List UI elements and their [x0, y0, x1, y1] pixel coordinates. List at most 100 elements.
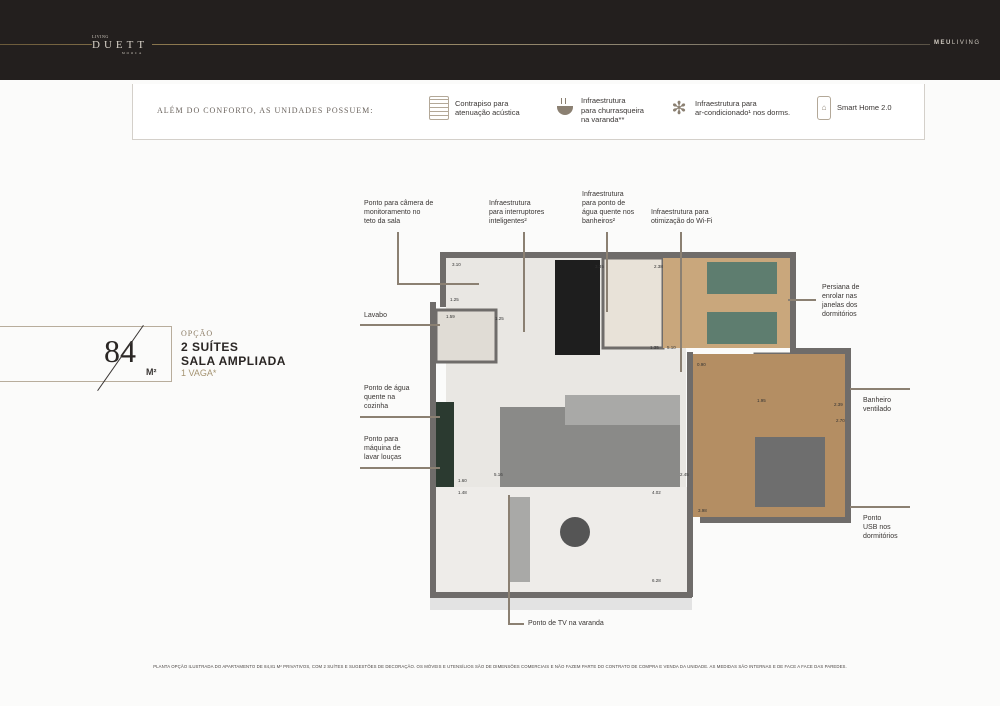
dimension: 2.39	[834, 402, 843, 407]
dimension: 3.98	[698, 508, 707, 513]
feature-text: na varanda**	[581, 115, 625, 124]
logo-top: LIVING	[92, 34, 109, 39]
callout-text: teto da sala	[364, 218, 401, 225]
footer-disclaimer: PLANTA OPÇÃO ILUSTRADA DO APARTAMENTO DE…	[153, 664, 847, 669]
callout-text: dormitórios	[822, 311, 857, 318]
floor-plan	[430, 252, 851, 610]
balcony-table	[560, 517, 590, 547]
dimension: 2.38	[654, 264, 663, 269]
unit-living: SALA AMPLIADA	[181, 354, 286, 368]
bed-2	[707, 312, 777, 344]
leader-line	[360, 324, 440, 326]
leader-line	[508, 623, 524, 625]
feature-text: Infraestrutura	[581, 96, 626, 105]
brand-light: LIVING	[951, 40, 981, 46]
feature-text: para churrasqueira	[581, 105, 644, 115]
dimension: 0.90	[697, 362, 706, 367]
callout-text: banheiros²	[582, 218, 616, 225]
dimension: 1.48	[458, 490, 467, 495]
callout-text: cozinha	[364, 403, 389, 410]
leader-line	[850, 506, 910, 508]
features-title: ALÉM DO CONFORTO, AS UNIDADES POSSUEM:	[157, 106, 374, 115]
dimension: 1.35	[650, 345, 659, 350]
barbecue-icon	[555, 98, 575, 122]
leader-line	[606, 232, 608, 312]
features-box: ALÉM DO CONFORTO, AS UNIDADES POSSUEM: C…	[132, 84, 925, 140]
leader-line	[850, 388, 910, 390]
callout-text: Ponto para câmera de	[364, 200, 434, 207]
callout-text: enrolar nas	[822, 293, 858, 300]
logo-main: DUETT	[92, 39, 153, 51]
leader-line	[523, 232, 525, 332]
lavabo	[434, 308, 498, 364]
sofa	[565, 395, 680, 425]
feature-text: Contrapiso para	[455, 98, 509, 108]
leader-line	[360, 416, 440, 418]
bathroom-1	[601, 256, 665, 350]
dimension: 1.60	[458, 478, 467, 483]
callout-text: lavar louças	[364, 454, 402, 461]
dimension: 4.02	[652, 490, 661, 495]
air-conditioning-icon: ✻	[671, 98, 687, 118]
smart-home-icon: ⌂	[817, 96, 831, 120]
walls	[430, 252, 851, 598]
callout-text: quente na	[364, 394, 396, 401]
meuliving-brand: MEULIVING	[934, 40, 981, 46]
balcony-sofa	[510, 497, 530, 582]
unit-suites: 2 SUÍTES	[181, 340, 239, 354]
callout-text: máquina de	[364, 445, 401, 452]
unit-parking: 1 VAGA*	[181, 368, 217, 378]
dimension: 2.45	[680, 472, 689, 477]
dimension: 1.25	[450, 297, 459, 302]
leader-line	[788, 299, 816, 301]
unit-tag-box	[0, 326, 172, 382]
dimension: 5.10	[667, 345, 676, 350]
unit-m2: M²	[146, 367, 157, 377]
callout-text: para ponto de	[582, 200, 626, 207]
dimension: 6.28	[652, 578, 661, 583]
callout-text: água quente nos	[582, 209, 635, 216]
callout-text: Ponto para	[364, 436, 399, 443]
dimension: 1.59	[446, 314, 455, 319]
callout-wifi: Infraestrutura para otimização do Wi-Fi	[651, 208, 712, 226]
callout-hotwater-bath: Infraestrutura para ponto de água quente n…	[582, 190, 634, 226]
callout-text: janelas dos	[822, 302, 858, 309]
dimension: 3.35	[595, 264, 604, 269]
callout-text: Infraestrutura para	[651, 209, 709, 216]
dining-table	[555, 260, 600, 355]
dimension: 5.16	[494, 472, 503, 477]
logo-sub: MOOCA	[122, 51, 144, 55]
callout-hotwater-kitchen: Ponto de água quente na cozinha	[364, 384, 410, 411]
leader-line	[508, 495, 510, 625]
callout-text: dormitórios	[863, 533, 898, 540]
unit-option: OPÇÃO	[181, 329, 214, 338]
dimension: 2.70	[836, 418, 845, 423]
callout-text: Infraestrutura	[582, 191, 624, 198]
feature-text: atenuação acústica	[455, 108, 520, 117]
dimension: 1.25	[495, 316, 504, 321]
leader-line	[360, 467, 440, 469]
callout-text: Ponto	[863, 515, 882, 522]
callout-text: para interruptores	[489, 209, 545, 216]
callout-text: Persiana de	[822, 284, 860, 291]
callout-text: Ponto de água	[364, 385, 410, 392]
header-bar	[0, 0, 1000, 80]
header-divider	[0, 44, 930, 45]
callout-text: ventilado	[863, 406, 892, 413]
feature-text: Smart Home 2.0	[837, 103, 892, 113]
callout-text: Infraestrutura	[489, 200, 531, 207]
feature-text: Infraestrutura para	[695, 98, 757, 108]
callout-text: otimização do Wi-Fi	[651, 218, 713, 225]
feature-text: ar-condicionado¹ nos dorms.	[695, 108, 791, 117]
balcony	[436, 487, 687, 592]
dimension: 3.10	[452, 262, 461, 267]
callout-lavabo: Lavabo	[364, 312, 387, 319]
brand-bold: MEU	[934, 40, 952, 46]
callout-blinds: Persiana de enrolar nas janelas dos dormitó…	[822, 283, 859, 319]
